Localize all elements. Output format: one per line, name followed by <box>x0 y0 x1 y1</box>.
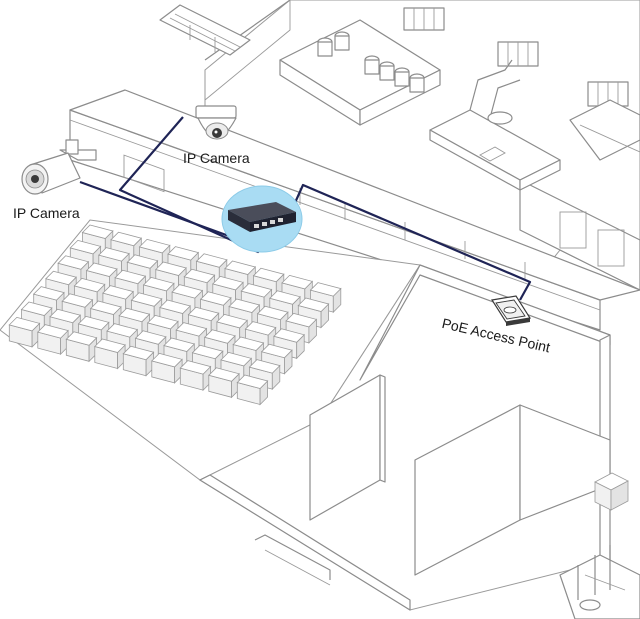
storage-box <box>61 293 94 308</box>
storage-box <box>273 328 305 343</box>
storage-box <box>142 276 175 292</box>
poe-switch-icon <box>221 185 303 253</box>
box-grid <box>8 224 342 406</box>
storage-box <box>65 331 98 346</box>
storage-box <box>98 247 130 262</box>
storage-box <box>45 270 77 286</box>
storage-box <box>269 290 301 305</box>
storage-box <box>167 246 200 261</box>
storage-box <box>32 286 65 301</box>
door <box>597 229 625 267</box>
storage-box <box>297 297 330 312</box>
storage-box <box>171 284 204 299</box>
storage-box <box>94 338 126 353</box>
storage-box <box>138 238 171 254</box>
storage-box <box>49 308 82 324</box>
conveyor-rack <box>159 4 251 56</box>
storage-box <box>134 330 167 345</box>
storage-box <box>228 298 261 313</box>
cable-bullet-camera <box>79 180 241 242</box>
machine-right <box>569 99 640 161</box>
storage-box <box>163 337 196 352</box>
access-point-icon <box>491 295 531 326</box>
door <box>559 211 587 249</box>
office-room <box>198 264 611 611</box>
storage-box <box>126 254 159 269</box>
storage-box <box>122 345 155 361</box>
factory-right-wall <box>519 179 640 291</box>
storage-box <box>216 313 248 329</box>
storage-box <box>175 322 208 337</box>
storage-box <box>102 285 134 300</box>
bullet-camera-icon <box>21 139 97 195</box>
storage-box <box>260 343 293 359</box>
storage-box <box>199 291 232 306</box>
storage-box <box>81 224 114 239</box>
robot-arm <box>469 59 513 111</box>
storage-box <box>37 324 69 339</box>
factory-back-wall-edge <box>204 0 291 101</box>
room-wall-front <box>199 474 411 611</box>
storage-box <box>208 367 240 382</box>
storage-box <box>85 262 118 277</box>
storage-box <box>212 275 244 291</box>
storage-box <box>240 283 273 298</box>
storage-box <box>89 300 122 315</box>
storage-box <box>179 360 212 375</box>
storage-box <box>195 253 228 268</box>
storage-box <box>151 352 183 368</box>
storage-box <box>285 312 318 328</box>
storage-box <box>232 336 265 351</box>
storage-box <box>57 255 90 270</box>
storage-box <box>114 269 147 285</box>
storage-box <box>69 239 102 255</box>
storage-box <box>220 351 253 367</box>
storage-box <box>191 344 224 360</box>
storage-box <box>106 323 139 338</box>
storage-box <box>159 299 191 314</box>
storage-box <box>77 315 110 331</box>
storage-box <box>252 267 285 283</box>
storage-box <box>183 268 216 284</box>
storage-box <box>130 292 163 307</box>
storage-box <box>309 282 342 297</box>
storage-box <box>224 260 257 275</box>
storage-box <box>248 359 281 374</box>
storage-box <box>187 306 220 322</box>
loose-box <box>594 472 629 511</box>
storage-box <box>281 274 314 290</box>
bullet-camera-label: IP Camera <box>13 205 80 221</box>
storage-box <box>20 301 53 316</box>
machine-rollers <box>317 31 425 93</box>
doorway <box>254 534 331 580</box>
storage-box <box>155 261 187 276</box>
storage-box <box>256 305 289 321</box>
storage-box <box>118 307 151 323</box>
storage-box <box>8 316 41 332</box>
dome-camera-icon <box>195 105 237 140</box>
storage-box <box>73 277 106 293</box>
dome-camera-label: IP Camera <box>183 150 250 166</box>
storage-box <box>236 374 269 389</box>
production-line <box>159 4 640 191</box>
storage-box <box>110 231 143 247</box>
storage-box <box>203 329 236 344</box>
storage-box <box>146 314 179 330</box>
forklift-icon <box>559 545 640 619</box>
storage-box <box>244 321 277 336</box>
